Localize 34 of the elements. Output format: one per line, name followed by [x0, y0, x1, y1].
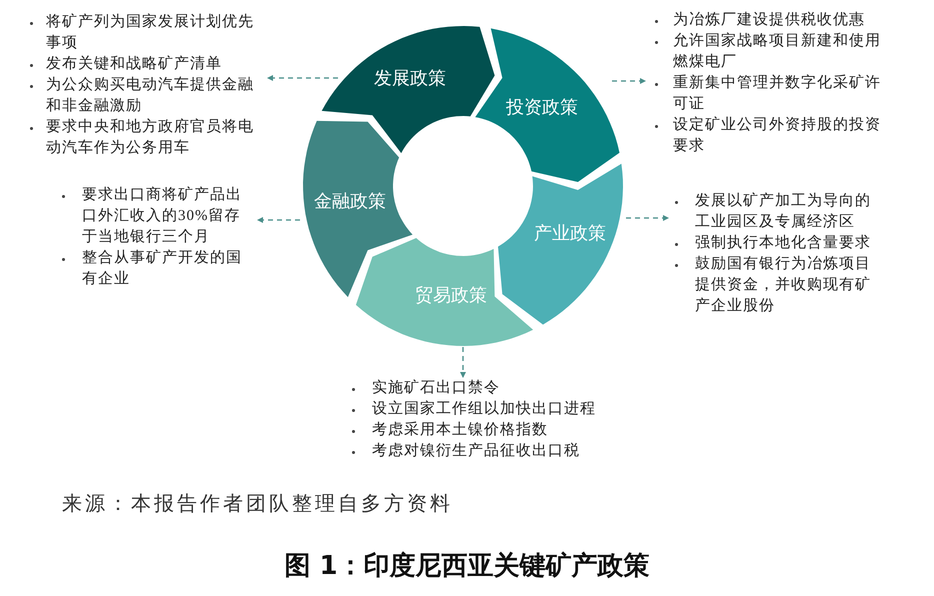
bullet-text: 强制执行本地化含量要求 [695, 234, 872, 253]
segment-label: 投资政策 [506, 96, 578, 119]
arrow-segment [303, 120, 413, 298]
bullet-text: 实施矿石出口禁令 [372, 378, 501, 398]
bullet-text: 要求中央和地方政府官员将电动汽车作为公务用车 [46, 117, 255, 158]
bullet-text: 设定矿业公司外资持股的投资要求 [673, 115, 882, 156]
bullet-text: 为公众购买电动汽车提供金融和非金融激励 [46, 76, 255, 116]
bullet-text: 重新集中管理并数字化采矿许可证 [673, 73, 882, 114]
segment-label: 发展政策 [374, 67, 446, 90]
dashed-arrow [267, 75, 338, 81]
bullet-text: 考虑对镍衍生产品征收出口税 [372, 442, 581, 461]
arrow-segment [321, 26, 495, 154]
bullet-text: 考虑采用本土镍价格指数 [372, 420, 549, 440]
bullet-text: 设立国家工作组以加快出口进程 [372, 399, 597, 419]
segment-label: 金融政策 [314, 190, 386, 213]
bullet-text: 允许国家战略项目新建和使用燃煤电厂 [673, 31, 882, 72]
bullet-text: 整合从事矿产开发的国有企业 [82, 248, 243, 289]
bullet-text: 鼓励国有银行为冶炼项目提供资金，并收购现有矿产企业股份 [695, 254, 872, 316]
bullet-text: 发展以矿产加工为导向的工业园区及专属经济区 [695, 191, 872, 232]
dashed-arrow [612, 78, 646, 84]
bullet-text: 发布关键和战略矿产清单 [46, 54, 223, 74]
bullet-text: 要求出口商将矿产品出口外汇收入的30%留存于当地银行三个月 [82, 185, 243, 247]
segment-label: 产业政策 [534, 222, 606, 245]
arrow-segment [355, 238, 534, 346]
bullet-text: 为冶炼厂建设提供税收优惠 [673, 10, 866, 30]
segment-label: 贸易政策 [415, 284, 487, 307]
dashed-arrow [460, 347, 466, 378]
figure-caption: 图 1：印度尼西亚关键矿产政策 [284, 550, 650, 583]
source-note: 来源：本报告作者团队整理自多方资料 [62, 492, 453, 517]
dashed-arrow [626, 215, 669, 221]
dashed-arrow [257, 217, 300, 223]
bullet-text: 将矿产列为国家发展计划优先事项 [46, 12, 255, 53]
arrow-segment [498, 163, 623, 325]
arrow-segment [475, 28, 620, 182]
